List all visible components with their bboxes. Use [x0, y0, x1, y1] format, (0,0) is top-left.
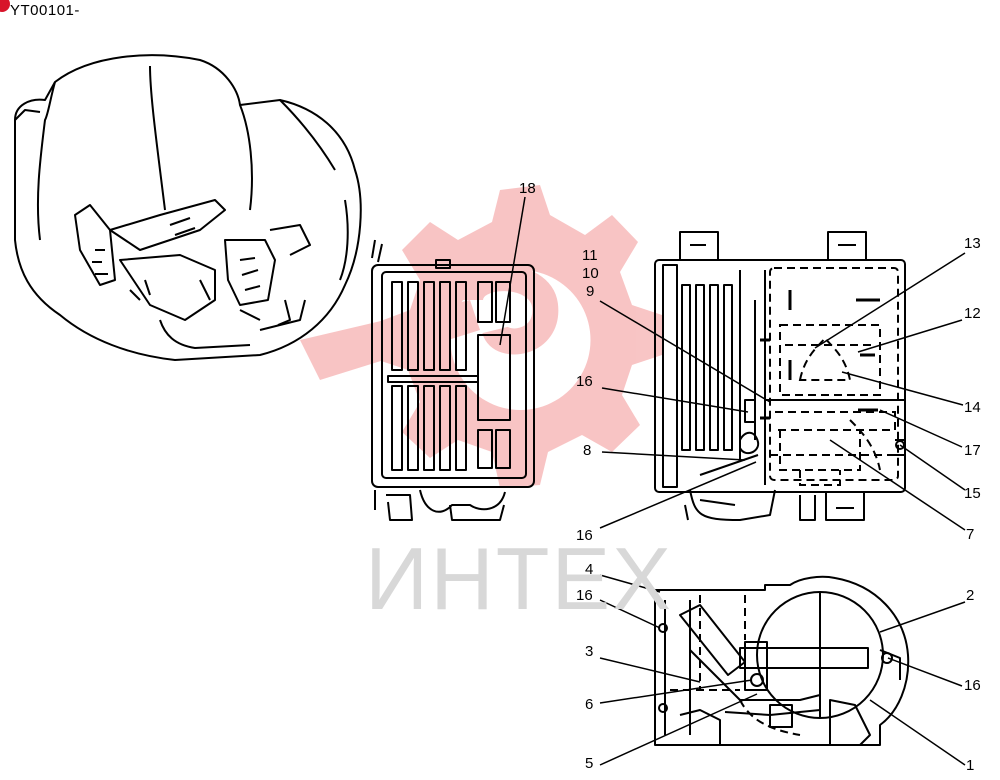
leader-line-15 [899, 444, 966, 491]
leader-line-2 [879, 601, 966, 633]
heater-unit-rear-view [654, 231, 906, 521]
callout-10: 10 [582, 265, 599, 282]
leader-line-1 [869, 699, 966, 766]
leader-line-16c [599, 599, 661, 629]
heater-unit-detail-marks [760, 290, 880, 420]
callout-8: 8 [583, 442, 592, 459]
leader-line-17 [879, 409, 963, 448]
leader-line-3 [599, 657, 701, 683]
leader-line-16a [601, 387, 749, 413]
leader-line-18 [499, 196, 526, 346]
leader-line-5 [599, 693, 758, 766]
callout-12: 12 [964, 305, 981, 322]
leader-line-4 [599, 574, 661, 593]
callout-16-b: 16 [576, 527, 593, 544]
callout-15: 15 [964, 485, 981, 502]
callout-2: 2 [966, 587, 975, 604]
callout-9: 9 [586, 283, 595, 300]
callout-7: 7 [966, 526, 975, 543]
callout-11: 11 [582, 247, 598, 264]
leader-line-7 [829, 439, 966, 531]
callout-13: 13 [964, 235, 981, 252]
callout-18: 18 [519, 180, 536, 197]
leader-line-16b [599, 461, 757, 529]
leader-line-16d [887, 657, 963, 687]
callout-17: 17 [964, 442, 981, 459]
leader-line-6 [599, 679, 753, 704]
callout-3: 3 [585, 643, 594, 660]
leader-line-14 [841, 371, 964, 406]
callout-4: 4 [585, 561, 594, 578]
machine-cab-illustration [14, 54, 362, 361]
leader-line-8 [601, 451, 746, 461]
leader-line-9 [599, 300, 771, 403]
watermark-logo [300, 185, 662, 488]
corner-badge [0, 0, 10, 12]
leader-line-12 [857, 319, 963, 353]
callout-6: 6 [585, 696, 594, 713]
callout-16-a: 16 [576, 373, 593, 390]
blower-unit-view [654, 575, 910, 746]
callout-14: 14 [964, 399, 981, 416]
callout-1: 1 [966, 757, 975, 774]
watermark-text: ИНТЕХ [365, 529, 673, 628]
callout-5: 5 [585, 755, 594, 772]
drawing-code: YT00101- [10, 2, 80, 19]
callout-16-d: 16 [964, 677, 981, 694]
heater-unit-dashed-internals [769, 267, 900, 486]
leader-line-13 [814, 252, 966, 349]
callout-16-c: 16 [576, 587, 593, 604]
heater-core-front-view [371, 239, 535, 521]
leader-lines [499, 196, 966, 766]
